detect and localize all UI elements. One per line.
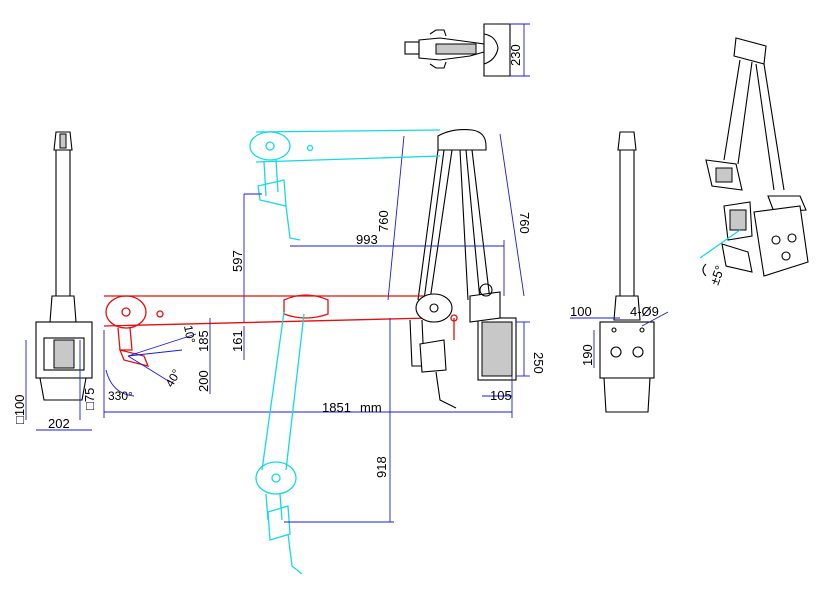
right-view: 100 4-Ø9 190 [570,131,669,413]
dim-760-right: 760 [517,212,532,234]
right-view-head [617,131,637,151]
top-view-handle [404,41,420,55]
column-head [437,129,487,151]
dim-200: 200 [196,370,211,392]
dim-square-100: □100 [12,394,27,424]
dim-1851: 1851 [322,400,351,415]
top-view-wall-box [483,23,511,77]
dim-760-left: 760 [376,210,391,232]
dim-230: 230 [508,44,523,66]
left-view: □100 □75 202 [12,131,97,431]
dim-square-75: □75 [82,388,97,410]
cyan-upper-position [249,129,441,241]
black-monitor-position [409,319,457,409]
dim-918: 918 [374,456,389,478]
dim-rotation-330: 330° [108,389,133,403]
iso-wall-box [753,205,809,277]
support-struts [417,149,491,301]
main-view: 760 760 597 993 [103,129,546,575]
dim-100: 100 [570,304,592,319]
dim-105: 105 [490,388,512,403]
iso-head [733,37,767,65]
dim-993: 993 [356,232,378,247]
right-view-box [599,321,655,379]
red-arm-position [103,294,458,367]
main-pivot [415,293,453,323]
dim-swivel-5: ±5° [707,263,728,287]
cyan-lower-position [255,311,305,575]
dim-190: 190 [580,344,595,366]
dim-597: 597 [230,250,245,272]
dim-250: 250 [531,352,546,374]
dim-tilt-40: 40° [162,367,183,390]
dim-202: 202 [48,416,70,431]
dim-holes: 4-Ø9 [630,304,659,319]
iso-view: ±5° [699,37,809,287]
wall-mount-box [481,321,513,377]
dim-1851-unit: mm [360,400,382,415]
dim-185: 185 [196,330,211,352]
dim-161: 161 [230,330,245,352]
dim-tilt-10: 10° [181,324,198,344]
tilt-lines [127,333,197,383]
top-view: 230 [404,23,530,77]
